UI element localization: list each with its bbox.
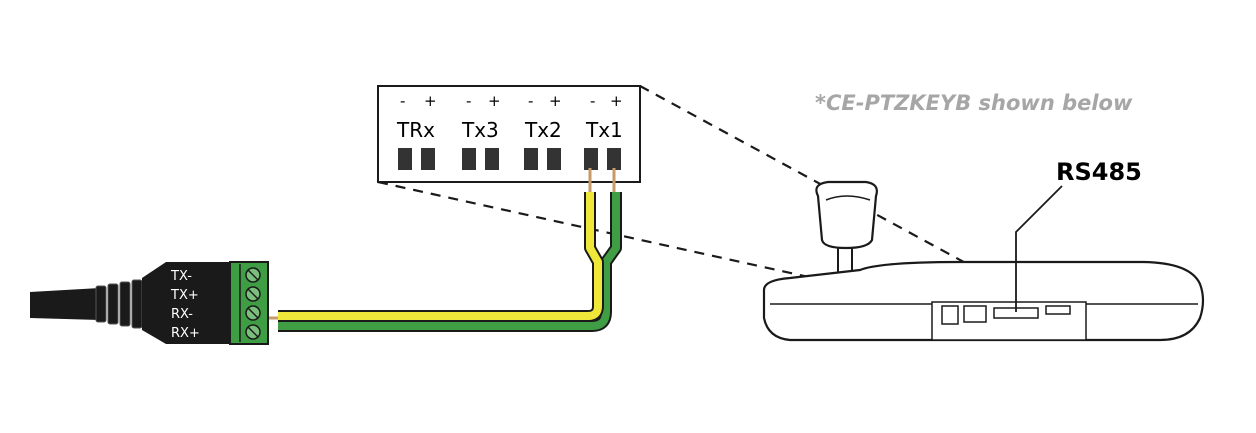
green-wire-fill xyxy=(278,192,620,330)
joystick-handle-icon xyxy=(815,180,878,250)
port-block: - + TRx - + Tx3 - + Tx2 - + Tx1 xyxy=(377,85,641,183)
port-tx1-plus-terminal xyxy=(607,148,621,170)
port-tx2-plus: + xyxy=(549,92,562,110)
port-tx3-minus: - xyxy=(466,92,471,110)
port-trx: - + TRx xyxy=(396,92,437,170)
port-tx1-minus: - xyxy=(590,92,595,110)
keyboard-body xyxy=(762,260,1205,342)
port-trx-label: TRx xyxy=(396,118,435,142)
connector-body xyxy=(142,262,232,344)
port-tx1: - + Tx1 xyxy=(584,92,623,170)
port-tx1-plus: + xyxy=(610,92,623,110)
port-tx2-plus-terminal xyxy=(547,148,561,170)
port-tx3-label: Tx3 xyxy=(461,118,499,142)
green-wire xyxy=(278,192,622,332)
port-tx2-minus-terminal xyxy=(524,148,538,170)
pin-label-rx-plus: RX+ xyxy=(171,326,200,341)
port-tx1-minus-terminal xyxy=(584,148,598,170)
callout-leader xyxy=(1015,185,1063,312)
yellow-wire-fill xyxy=(278,192,602,320)
power-port-icon xyxy=(941,305,959,325)
port-tx3-plus: + xyxy=(488,92,501,110)
zoom-line-bottom xyxy=(377,180,941,308)
rs485-connector: TX- TX+ RX- RX+ xyxy=(30,261,269,345)
usb-port-icon xyxy=(1045,305,1071,315)
port-tx1-label: Tx1 xyxy=(585,118,623,142)
port-trx-plus-terminal xyxy=(421,148,435,170)
rs485-callout: RS485 xyxy=(1015,158,1142,312)
twisted-pair-cable xyxy=(278,192,622,332)
aux-port-icon xyxy=(963,305,987,323)
ptz-keyboard-controller xyxy=(762,180,1205,342)
pin-label-tx-minus: TX- xyxy=(170,269,192,284)
port-trx-minus: - xyxy=(400,92,405,110)
rear-ports xyxy=(941,305,1071,325)
strain-relief xyxy=(95,279,143,329)
cable-jacket xyxy=(30,288,100,320)
model-note: *CE-PTZKEYB shown below xyxy=(815,91,1133,115)
copper-leads xyxy=(267,168,616,320)
rs485-label: RS485 xyxy=(1056,158,1142,186)
port-tx3-plus-terminal xyxy=(485,148,499,170)
port-tx3: - + Tx3 xyxy=(461,92,501,170)
port-trx-plus: + xyxy=(424,92,437,110)
port-trx-minus-terminal xyxy=(398,148,412,170)
pin-label-tx-plus: TX+ xyxy=(170,288,199,303)
port-tx2-label: Tx2 xyxy=(524,118,562,142)
port-tx2-minus: - xyxy=(528,92,533,110)
pin-label-rx-minus: RX- xyxy=(171,307,193,322)
yellow-wire xyxy=(278,192,604,322)
port-tx3-minus-terminal xyxy=(462,148,476,170)
port-tx2: - + Tx2 xyxy=(524,92,562,170)
